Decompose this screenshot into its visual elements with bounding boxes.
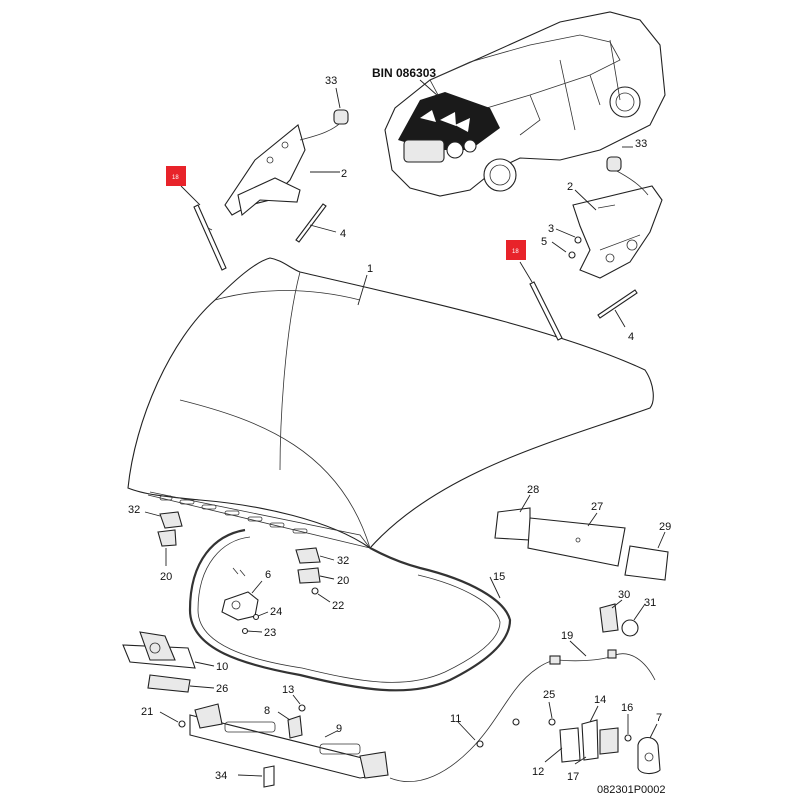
callout-4-right: 4	[628, 331, 634, 343]
hood-panel	[127, 257, 654, 549]
bracket-20-right	[297, 567, 335, 584]
hood-vents	[159, 495, 308, 534]
callout-31: 31	[644, 597, 656, 609]
callout-2-left: 2	[341, 168, 347, 180]
latch-bar-9	[189, 703, 389, 779]
callout-labels: 1 2 2 3 4 4 5 6 7 8 9 10 11 12 13 14 15 …	[128, 75, 671, 783]
callout-27: 27	[591, 501, 603, 513]
callout-28: 28	[527, 484, 539, 496]
callout-32-right: 32	[337, 555, 349, 567]
bracket-20-left	[157, 529, 177, 566]
left-rod-4	[295, 203, 337, 243]
callout-29: 29	[659, 521, 671, 533]
insulation-pad-29	[624, 531, 669, 581]
callout-22: 22	[332, 600, 344, 612]
switch-parts-30-31	[599, 599, 646, 637]
right-gas-strut-18	[519, 261, 563, 341]
hood-lock-6	[221, 567, 263, 621]
callout-25: 25	[543, 689, 555, 701]
switch-7	[637, 723, 661, 775]
callout-16: 16	[621, 702, 633, 714]
insulation-pad-27	[527, 512, 626, 567]
lock-bracket-10	[122, 631, 215, 669]
callout-17: 17	[567, 771, 579, 783]
callout-20-left: 20	[160, 571, 172, 583]
callout-33-right: 33	[635, 138, 647, 150]
left-gas-strut-18	[180, 185, 227, 271]
car-illustration	[384, 11, 666, 197]
right-hinge	[572, 185, 663, 279]
callout-34: 34	[215, 770, 227, 782]
bracket-32-right	[295, 547, 335, 564]
callout-2-right: 2	[567, 181, 573, 193]
hood-seal-15	[188, 528, 512, 692]
callout-1: 1	[367, 263, 373, 275]
highlight-tag-left: 18	[166, 166, 186, 186]
callout-15: 15	[493, 571, 505, 583]
callout-12: 12	[532, 766, 544, 778]
insulation-pad-28	[494, 494, 531, 541]
callout-19: 19	[561, 630, 573, 642]
callout-24: 24	[270, 606, 282, 618]
callout-5: 5	[541, 236, 547, 248]
clip-8	[277, 711, 303, 739]
drawing-reference: 082301P0002	[597, 784, 666, 796]
left-buffer-33	[333, 87, 349, 125]
callout-8: 8	[264, 705, 270, 717]
callout-11: 11	[450, 713, 461, 725]
svg-text:18: 18	[512, 249, 519, 255]
callout-10: 10	[216, 661, 228, 673]
callout-26: 26	[216, 683, 228, 695]
callout-23: 23	[264, 627, 276, 639]
callout-7: 7	[656, 712, 662, 724]
callout-20-right: 20	[337, 575, 349, 587]
callout-6: 6	[265, 569, 271, 581]
callout-14: 14	[594, 694, 606, 706]
right-buffer-33	[606, 146, 633, 172]
callout-33-left: 33	[325, 75, 337, 87]
callout-3: 3	[548, 223, 554, 235]
right-rod-4	[597, 289, 638, 328]
bracket-32-left	[144, 511, 183, 529]
svg-text:18: 18	[172, 175, 179, 181]
bin-label: BIN 086303	[372, 66, 436, 80]
pad-26	[147, 674, 215, 693]
callout-4-left: 4	[340, 228, 346, 240]
clip-34	[237, 765, 275, 788]
callout-13: 13	[282, 684, 294, 696]
callout-9: 9	[336, 723, 342, 735]
callout-21: 21	[141, 706, 153, 718]
callout-30: 30	[618, 589, 630, 601]
left-hinge	[224, 124, 306, 217]
release-cable-11-19	[389, 640, 656, 783]
callout-32-left: 32	[128, 504, 140, 516]
highlight-tag-right: 18	[506, 240, 526, 260]
latch-parts-12-17	[544, 701, 619, 765]
